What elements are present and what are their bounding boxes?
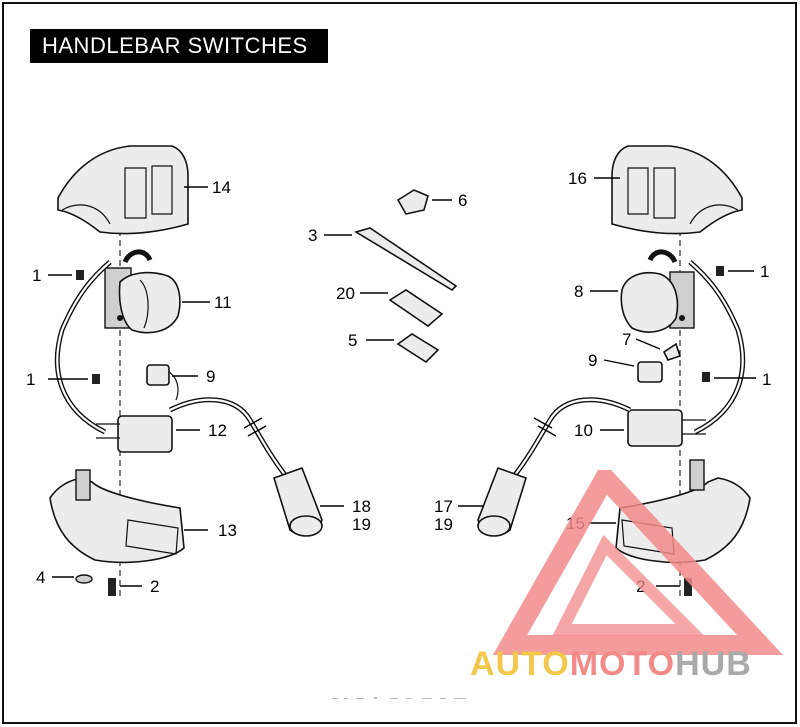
footer-marks bbox=[332, 697, 466, 699]
right-lower-housing bbox=[615, 459, 751, 564]
callout-left-12: 12 bbox=[208, 421, 227, 440]
center-sleeve-5 bbox=[396, 333, 440, 364]
callout-right-7: 7 bbox=[622, 330, 631, 349]
callout-center-3: 3 bbox=[308, 226, 317, 245]
callout-center-6: 6 bbox=[458, 191, 467, 210]
watermark-auto: AUTO bbox=[470, 645, 570, 683]
left-washer-4 bbox=[75, 574, 93, 584]
callout-right-17: 17 bbox=[434, 497, 453, 516]
right-screw-1a bbox=[716, 266, 724, 276]
watermark-moto: MOTO bbox=[569, 645, 676, 683]
center-cable-strap-3 bbox=[354, 227, 458, 292]
callout-left-2: 2 bbox=[150, 577, 159, 596]
right-screw-2 bbox=[684, 578, 692, 596]
title-bar: HANDLEBAR SWITCHES bbox=[30, 29, 328, 63]
callout-left-9: 9 bbox=[206, 367, 215, 386]
callout-right-1b: 1 bbox=[762, 370, 771, 389]
left-screw-1b bbox=[92, 374, 100, 384]
right-switch-10 bbox=[627, 409, 706, 447]
callout-center-5: 5 bbox=[348, 331, 357, 350]
right-screw-1b bbox=[702, 372, 710, 382]
left-connector-9 bbox=[146, 364, 179, 401]
callout-right-16: 16 bbox=[568, 169, 587, 188]
callout-left-13: 13 bbox=[218, 521, 237, 540]
callout-center-20: 20 bbox=[336, 284, 355, 303]
callout-left-11: 11 bbox=[214, 293, 232, 312]
left-lower-housing bbox=[49, 469, 185, 564]
callout-left-18: 18 bbox=[352, 497, 371, 516]
right-upper-housing bbox=[611, 145, 743, 235]
left-upper-housing bbox=[57, 145, 189, 235]
watermark-hub: HUB bbox=[675, 645, 752, 683]
watermark-text: AUTOMOTOHUB bbox=[470, 645, 752, 684]
callout-right-2: 2 bbox=[636, 577, 645, 596]
callout-left-14: 14 bbox=[212, 178, 231, 197]
callout-left-4: 4 bbox=[36, 568, 45, 587]
callout-right-8: 8 bbox=[574, 282, 583, 301]
left-screw-2 bbox=[108, 578, 116, 596]
center-sleeve-20 bbox=[388, 289, 444, 328]
left-screw-1a bbox=[76, 270, 84, 280]
callout-left-1b: 1 bbox=[26, 370, 35, 389]
callout-right-19: 19 bbox=[434, 515, 453, 534]
left-switch-12 bbox=[96, 415, 173, 453]
callout-left-1a: 1 bbox=[32, 266, 41, 285]
right-connector-17 bbox=[477, 466, 527, 537]
center-clip-6 bbox=[396, 189, 429, 215]
callout-right-15: 15 bbox=[566, 514, 585, 533]
right-switch-8 bbox=[620, 271, 695, 333]
right-part-7 bbox=[662, 342, 682, 361]
callout-right-10: 10 bbox=[574, 421, 593, 440]
callout-left-19: 19 bbox=[352, 515, 371, 534]
callout-right-1a: 1 bbox=[760, 262, 769, 281]
left-connector-18 bbox=[273, 466, 323, 537]
page-title: HANDLEBAR SWITCHES bbox=[42, 33, 308, 58]
left-switch-11 bbox=[104, 267, 181, 334]
right-connector-9 bbox=[637, 361, 663, 383]
callout-right-9: 9 bbox=[588, 351, 597, 370]
